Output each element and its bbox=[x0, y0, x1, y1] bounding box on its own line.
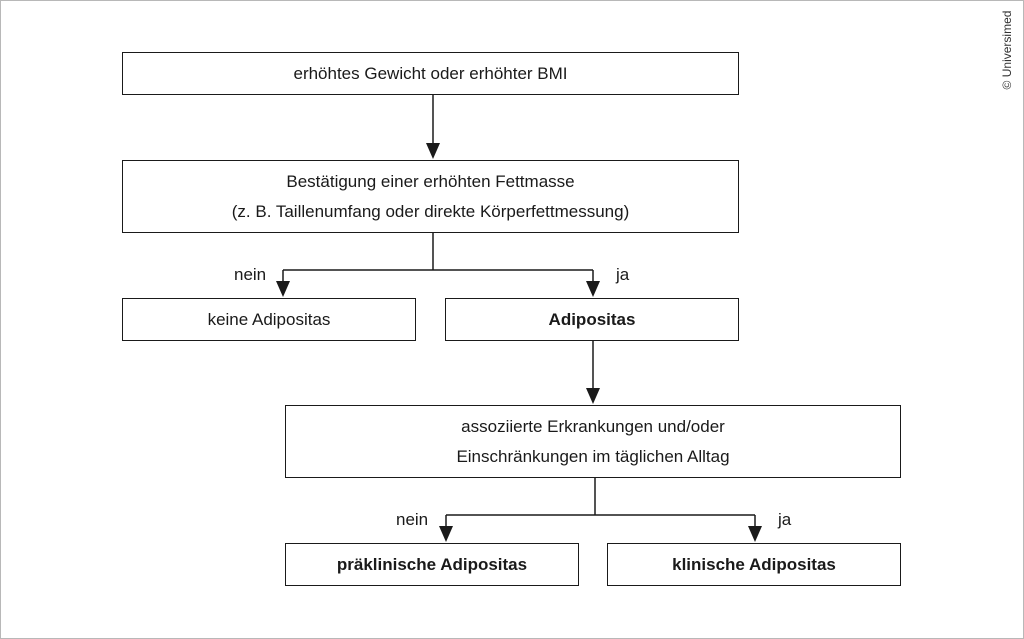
node-adiposity: Adipositas bbox=[445, 298, 739, 341]
node-comorbidity-line-2: Einschränkungen im täglichen Alltag bbox=[456, 446, 730, 466]
node-weight: erhöhtes Gewicht oder erhöhter BMI bbox=[122, 52, 739, 95]
node-clinical: klinische Adipositas bbox=[607, 543, 901, 586]
node-fat-mass: Bestätigung einer erhöhten Fettmasse (z.… bbox=[122, 160, 739, 233]
node-comorbidity: assoziierte Erkrankungen und/oder Einsch… bbox=[285, 405, 901, 478]
arrowhead-comorbidity bbox=[586, 388, 600, 404]
arrowhead-clinical bbox=[748, 526, 762, 542]
node-comorbidity-line-1: assoziierte Erkrankungen und/oder bbox=[461, 416, 725, 436]
node-no-adiposity: keine Adipositas bbox=[122, 298, 416, 341]
node-weight-text: erhöhtes Gewicht oder erhöhter BMI bbox=[293, 63, 568, 83]
node-fat-mass-line-1: Bestätigung einer erhöhten Fettmasse bbox=[286, 171, 575, 191]
edge-label-yes-1: ja bbox=[616, 265, 630, 284]
node-no-adiposity-text: keine Adipositas bbox=[207, 309, 331, 329]
edge-label-no-1: nein bbox=[234, 265, 267, 284]
node-preclinical-text: präklinische Adipositas bbox=[336, 554, 528, 574]
node-adiposity-text: Adipositas bbox=[548, 309, 636, 329]
edge-label-yes-2: ja bbox=[778, 510, 792, 529]
node-preclinical: präklinische Adipositas bbox=[285, 543, 579, 586]
arrowhead-fat-mass bbox=[426, 143, 440, 159]
node-fat-mass-line-2: (z. B. Taillenumfang oder direkte Körper… bbox=[231, 201, 630, 221]
copyright-notice: © Universimed bbox=[1000, 10, 1014, 90]
arrowhead-adiposity bbox=[586, 281, 600, 297]
edge-label-no-2: nein bbox=[396, 510, 429, 529]
arrowhead-no-adiposity bbox=[276, 281, 290, 297]
arrowhead-preclinical bbox=[439, 526, 453, 542]
node-clinical-text: klinische Adipositas bbox=[672, 554, 836, 574]
